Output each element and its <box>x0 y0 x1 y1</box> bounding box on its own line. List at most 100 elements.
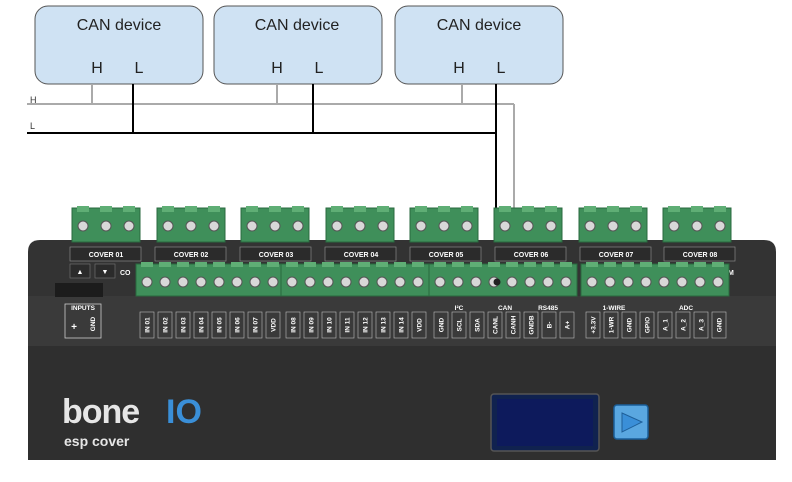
inputs-plus-label: + <box>71 322 77 333</box>
terminal-screw[interactable] <box>586 276 598 288</box>
terminal-screw[interactable] <box>358 276 370 288</box>
terminal-screw[interactable] <box>159 276 171 288</box>
top-terminal-block <box>409 206 479 243</box>
terminal-screw[interactable] <box>522 220 534 232</box>
terminal-screw[interactable] <box>506 276 518 288</box>
terminal-screw[interactable] <box>712 276 724 288</box>
terminal-screw[interactable] <box>269 220 281 232</box>
pin-label: IN 07 <box>253 317 260 333</box>
cover-label-text: COVER 04 <box>344 252 379 259</box>
terminal-screw[interactable] <box>231 276 243 288</box>
terminal-screw[interactable] <box>658 276 670 288</box>
terminal-screw[interactable] <box>340 276 352 288</box>
terminal-screw[interactable] <box>213 276 225 288</box>
pin-label: VDD <box>417 318 424 332</box>
pin-label: IN 03 <box>181 317 188 333</box>
terminal-screw[interactable] <box>630 220 642 232</box>
terminal-screw[interactable] <box>604 276 616 288</box>
terminal-screw[interactable] <box>249 276 261 288</box>
terminal-screw[interactable] <box>304 276 316 288</box>
inputs-gnd-label: GND <box>90 316 97 331</box>
inputs-block: INPUTS + GND <box>64 303 102 339</box>
terminal-screw[interactable] <box>415 220 427 232</box>
terminal-screw[interactable] <box>123 220 135 232</box>
device-title: CAN device <box>255 17 340 34</box>
lower-terminal-block <box>580 262 730 297</box>
terminal-screw[interactable] <box>668 220 680 232</box>
front-button[interactable] <box>613 404 649 440</box>
device-h-pin-label: H <box>453 60 465 77</box>
top-terminal-block <box>578 206 648 243</box>
terminal-screw[interactable] <box>691 220 703 232</box>
terminal-screw[interactable] <box>185 220 197 232</box>
terminal-screw[interactable] <box>77 220 89 232</box>
terminal-screw[interactable] <box>584 220 596 232</box>
i2c-header: I²C <box>455 305 464 312</box>
pin-label: IN 11 <box>345 317 352 333</box>
can-device-2: CAN device H L <box>213 5 383 85</box>
terminal-screw[interactable] <box>354 220 366 232</box>
terminal-screw[interactable] <box>195 276 207 288</box>
terminal-screw[interactable] <box>286 276 298 288</box>
device-h-pin-label: H <box>91 60 103 77</box>
terminal-screw[interactable] <box>177 276 189 288</box>
pin-label: CANL <box>493 316 500 334</box>
top-terminal-block <box>156 206 226 243</box>
can-device-3: CAN device H L <box>394 5 564 85</box>
terminal-screw[interactable] <box>292 220 304 232</box>
terminal-screw[interactable] <box>141 276 153 288</box>
terminal-screw[interactable] <box>461 220 473 232</box>
terminal-screw[interactable] <box>542 276 554 288</box>
terminal-screw[interactable] <box>412 276 424 288</box>
cover01-buttons: ▲ ▼ CO M <box>69 263 734 279</box>
down-arrow-icon: ▼ <box>102 269 109 276</box>
pin-label: IN 05 <box>217 317 224 333</box>
terminal-screw[interactable] <box>607 220 619 232</box>
terminal-screw[interactable] <box>438 220 450 232</box>
terminal-screw[interactable] <box>376 276 388 288</box>
terminal-screw[interactable] <box>714 220 726 232</box>
pin-label: IN 02 <box>163 317 170 333</box>
terminal-screw[interactable] <box>331 220 343 232</box>
cover-label: COVER 05 <box>409 246 482 262</box>
terminal-screw[interactable] <box>560 276 572 288</box>
lower-terminal-block <box>135 262 285 297</box>
terminal-screw[interactable] <box>524 276 536 288</box>
pin-label: B- <box>547 322 554 329</box>
top-terminal-block <box>71 206 141 243</box>
terminal-screw[interactable] <box>545 220 557 232</box>
can-device-1: CAN device H L <box>34 5 204 85</box>
rs485-header: RS485 <box>538 305 558 312</box>
terminal-screw[interactable] <box>434 276 446 288</box>
pin-label: GND <box>439 317 446 332</box>
canl-wire-terminal <box>493 278 501 286</box>
cover-label-text: COVER 03 <box>259 252 294 259</box>
terminal-screw[interactable] <box>694 276 706 288</box>
pin-label: VDD <box>271 318 278 332</box>
bus-h-label: H <box>30 95 37 105</box>
terminal-screw[interactable] <box>208 220 220 232</box>
terminal-screw[interactable] <box>322 276 334 288</box>
pin-label: A_2 <box>681 319 688 331</box>
can-header: CAN <box>498 305 512 312</box>
terminal-screw[interactable] <box>100 220 112 232</box>
pin-label: SCL <box>457 318 464 331</box>
pin-label: IN 01 <box>145 317 152 333</box>
terminal-screw[interactable] <box>640 276 652 288</box>
cover-label-text: COVER 05 <box>429 252 464 259</box>
terminal-screw[interactable] <box>267 276 279 288</box>
cover-label: COVER 08 <box>663 246 736 262</box>
terminal-screw[interactable] <box>622 276 634 288</box>
cover-label-text: COVER 02 <box>174 252 209 259</box>
terminal-screw[interactable] <box>246 220 258 232</box>
top-terminal-blocks <box>71 206 732 243</box>
terminal-screw[interactable] <box>470 276 482 288</box>
terminal-screw[interactable] <box>452 276 464 288</box>
terminal-screw[interactable] <box>676 276 688 288</box>
cover-label: COVER 06 <box>494 246 567 262</box>
terminal-screw[interactable] <box>499 220 511 232</box>
terminal-screw[interactable] <box>394 276 406 288</box>
terminal-screw[interactable] <box>162 220 174 232</box>
terminal-screw[interactable] <box>377 220 389 232</box>
